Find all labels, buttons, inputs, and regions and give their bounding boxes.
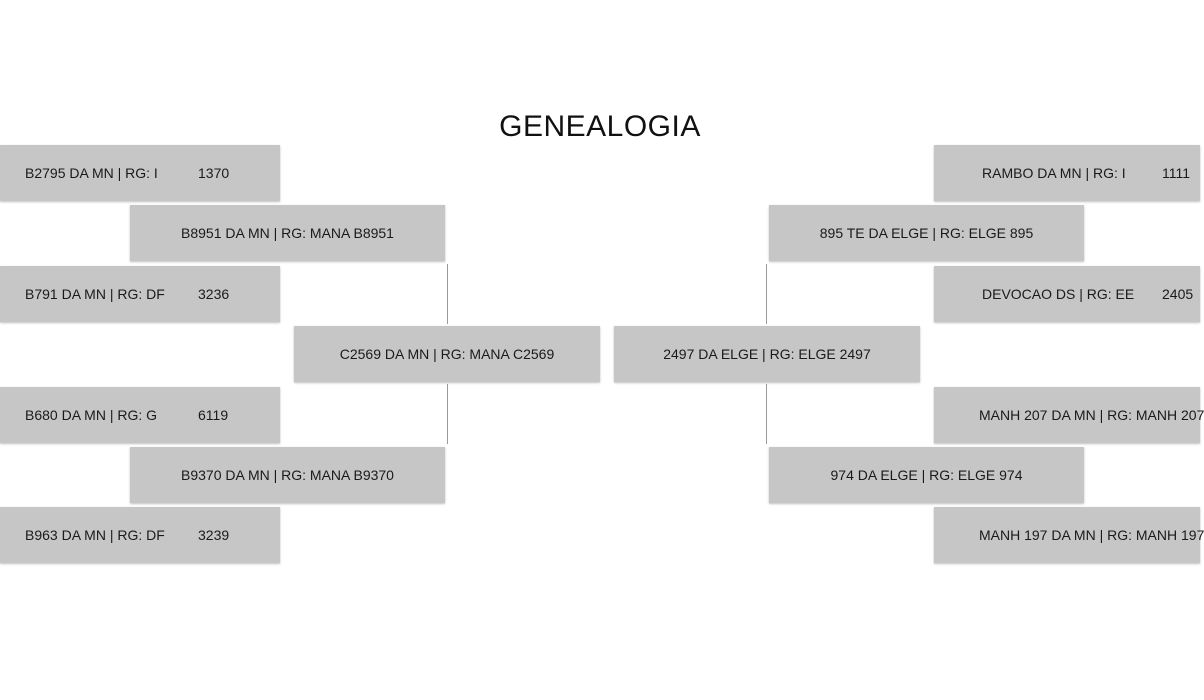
left-great-grandparent-3: B680 DA MN | RG: G 6119 bbox=[0, 387, 280, 443]
left-great-grandparent-1: B2795 DA MN | RG: I 1370 bbox=[0, 145, 280, 201]
right-great-grandparent-4: MANH 197 DA MN | RG: MANH 197 bbox=[934, 507, 1204, 563]
right-great-grandparent-2-name: DEVOCAO DS | RG: EE bbox=[982, 286, 1135, 302]
connector-line-right-lower bbox=[766, 384, 767, 444]
left-great-grandparent-1-name: B2795 DA MN | RG: I bbox=[25, 165, 158, 181]
left-great-grandparent-4-number: 3239 bbox=[198, 527, 230, 543]
left-parent: C2569 DA MN | RG: MANA C2569 bbox=[294, 326, 600, 382]
right-grandparent-2-label: 974 DA ELGE | RG: ELGE 974 bbox=[830, 467, 1023, 483]
connector-line-right-upper bbox=[766, 264, 767, 324]
left-parent-label: C2569 DA MN | RG: MANA C2569 bbox=[339, 346, 555, 362]
left-great-grandparent-2-name: B791 DA MN | RG: DF bbox=[25, 286, 165, 302]
right-great-grandparent-3: MANH 207 DA MN | RG: MANH 207 bbox=[934, 387, 1204, 443]
left-great-grandparent-2: B791 DA MN | RG: DF 3236 bbox=[0, 266, 280, 322]
right-grandparent-1: 895 TE DA ELGE | RG: ELGE 895 bbox=[769, 205, 1084, 261]
left-grandparent-1: B8951 DA MN | RG: MANA B8951 bbox=[130, 205, 445, 261]
right-great-grandparent-1: RAMBO DA MN | RG: I 1111 bbox=[934, 145, 1200, 201]
page-title: GENEALOGIA bbox=[499, 110, 701, 143]
right-grandparent-2: 974 DA ELGE | RG: ELGE 974 bbox=[769, 447, 1084, 503]
right-great-grandparent-3-name: MANH 207 DA MN | RG: MANH 207 bbox=[979, 407, 1204, 423]
left-great-grandparent-2-number: 3236 bbox=[198, 286, 230, 302]
right-grandparent-1-label: 895 TE DA ELGE | RG: ELGE 895 bbox=[819, 225, 1034, 241]
right-great-grandparent-2-number: 2405 bbox=[1162, 286, 1194, 302]
left-great-grandparent-3-number: 6119 bbox=[198, 407, 229, 423]
right-parent: 2497 DA ELGE | RG: ELGE 2497 bbox=[614, 326, 920, 382]
right-great-grandparent-1-number: 1111 bbox=[1162, 165, 1191, 181]
connector-line-left-upper bbox=[447, 264, 448, 324]
left-great-grandparent-4-name: B963 DA MN | RG: DF bbox=[25, 527, 165, 543]
left-great-grandparent-1-number: 1370 bbox=[198, 165, 230, 181]
right-great-grandparent-4-name: MANH 197 DA MN | RG: MANH 197 bbox=[979, 527, 1204, 543]
left-grandparent-2-label: B9370 DA MN | RG: MANA B9370 bbox=[181, 467, 394, 483]
left-grandparent-2: B9370 DA MN | RG: MANA B9370 bbox=[130, 447, 445, 503]
right-parent-label: 2497 DA ELGE | RG: ELGE 2497 bbox=[663, 346, 871, 362]
left-grandparent-1-label: B8951 DA MN | RG: MANA B8951 bbox=[181, 225, 394, 241]
left-great-grandparent-4: B963 DA MN | RG: DF 3239 bbox=[0, 507, 280, 563]
left-great-grandparent-3-name: B680 DA MN | RG: G bbox=[25, 407, 158, 423]
connector-line-left-lower bbox=[447, 384, 448, 444]
right-great-grandparent-2: DEVOCAO DS | RG: EE 2405 bbox=[934, 266, 1200, 322]
right-great-grandparent-1-name: RAMBO DA MN | RG: I bbox=[982, 165, 1126, 181]
